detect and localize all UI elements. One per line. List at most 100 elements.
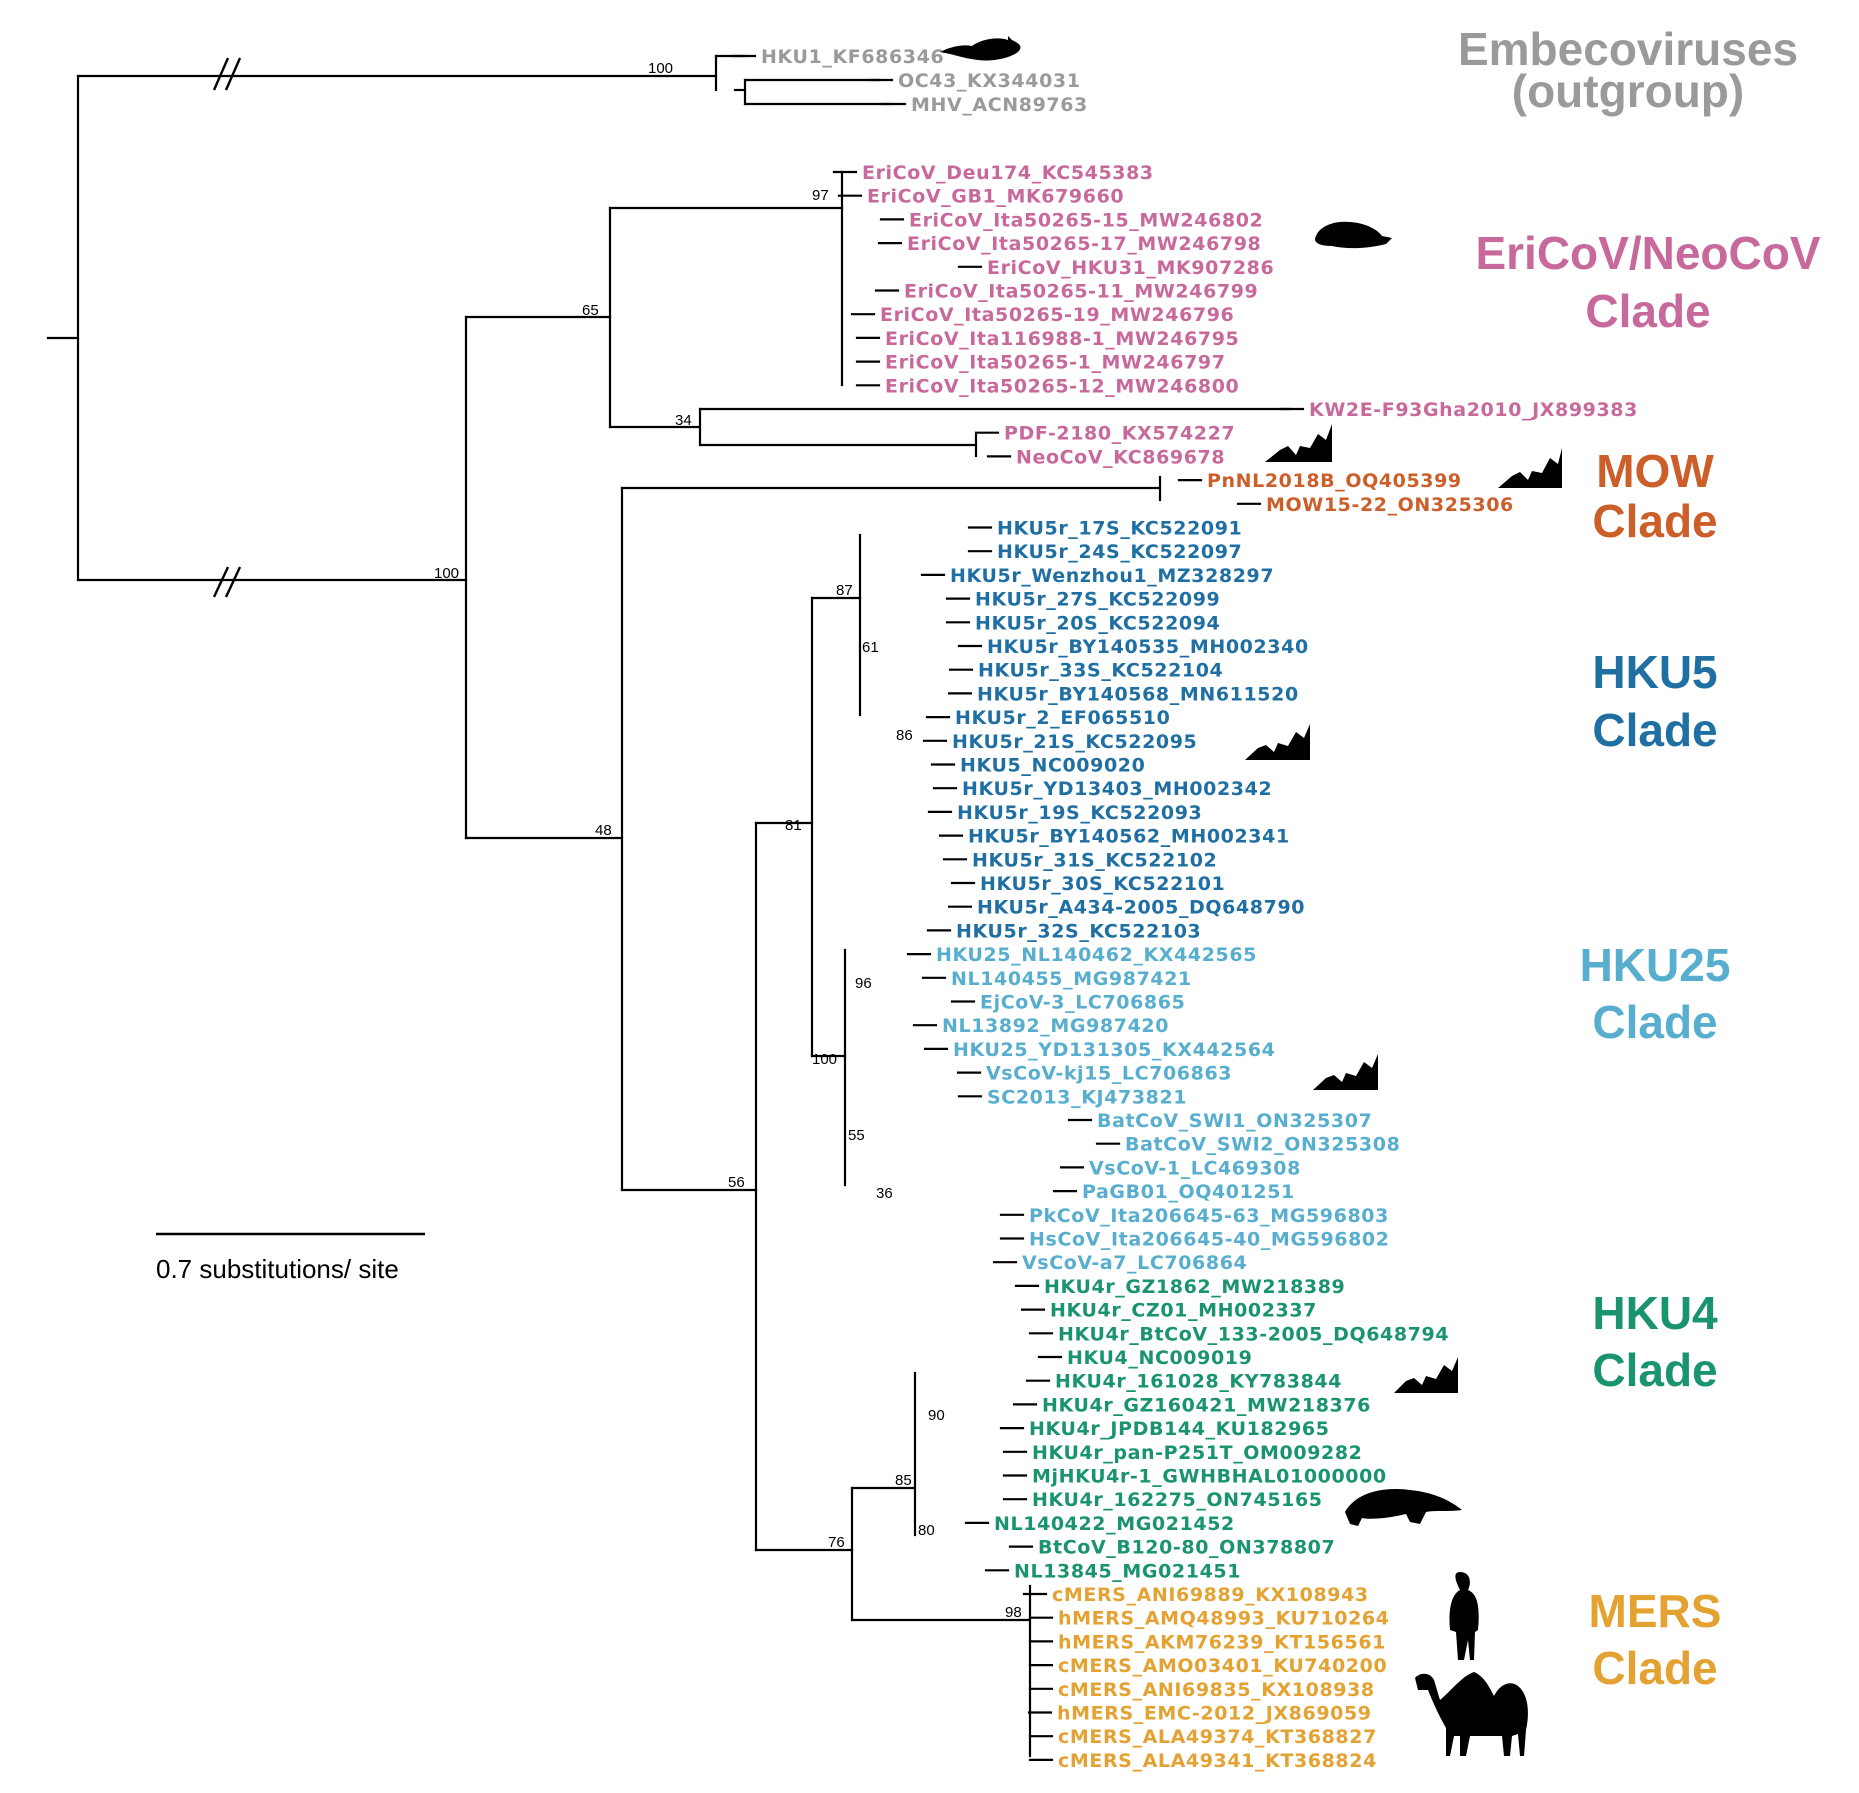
- tip-label-outgroup: MHV_ACN89763: [911, 94, 1088, 116]
- support-value: 61: [862, 639, 879, 656]
- tip-label-mers: hMERS_AKM76239_KT156561: [1058, 1631, 1386, 1653]
- tip-label-hku5: HKU5r_30S_KC522101: [980, 873, 1225, 895]
- tip-label-hku25: HKU25_YD131305_KX442564: [953, 1039, 1276, 1061]
- tip-label-ericov: EriCoV_Deu174_KC545383: [862, 162, 1154, 184]
- clade-label-outgroup-1: Embecoviruses: [1458, 23, 1798, 75]
- tip-label-hku4: BtCoV_B120-80_ON378807: [1038, 1537, 1335, 1559]
- clade-label-mers-1: MERS: [1589, 1585, 1722, 1637]
- scale-bar: 0.7 substitutions/ site: [156, 1232, 425, 1284]
- tip-label-hku5: HKU5r_BY140562_MH002341: [968, 826, 1290, 848]
- support-value: 90: [928, 1407, 945, 1424]
- clade-label-ericov-2: Clade: [1585, 285, 1710, 337]
- support-value: 76: [828, 1534, 845, 1551]
- support-value: 34: [675, 412, 692, 429]
- tip-label-hku5: HKU5r_A434-2005_DQ648790: [977, 897, 1305, 919]
- support-value: 65: [582, 302, 599, 319]
- tip-labels: HKU1_KF686346OC43_KX344031MHV_ACN89763Er…: [761, 46, 1638, 1772]
- tip-label-hku5: HKU5r_31S_KC522102: [972, 849, 1217, 871]
- tip-label-hku5: HKU5r_17S_KC522091: [997, 518, 1242, 540]
- tip-label-hku4: HKU4r_pan-P251T_OM009282: [1032, 1442, 1362, 1464]
- tip-label-hku4: NL13845_MG021451: [1014, 1560, 1241, 1582]
- tip-label-hku4: HKU4r_CZ01_MH002337: [1050, 1300, 1317, 1322]
- clade-label-mow-2: Clade: [1592, 495, 1717, 547]
- tip-label-mers: hMERS_AMQ48993_KU710264: [1058, 1608, 1390, 1630]
- clade-labels: Embecoviruses (outgroup) EriCoV/NeoCoV C…: [1458, 23, 1821, 1694]
- pangolin-icon: [1345, 1488, 1462, 1526]
- clade-label-hku5-1: HKU5: [1592, 646, 1717, 698]
- tip-label-ericov: EriCoV_Ita116988-1_MW246795: [885, 328, 1239, 350]
- tip-label-ericov: EriCoV_HKU31_MK907286: [987, 257, 1274, 279]
- tip-label-mers: hMERS_EMC-2012_JX869059: [1057, 1703, 1372, 1725]
- support-value: 48: [595, 822, 612, 839]
- clade-label-ericov-1: EriCoV/NeoCoV: [1475, 227, 1820, 279]
- clade-label-hku25-2: Clade: [1592, 996, 1717, 1048]
- hedgehog-icon: [1315, 221, 1392, 249]
- tip-label-hku4: HKU4r_161028_KY783844: [1055, 1371, 1342, 1393]
- tip-label-ericov: KW2E-F93Gha2010_JX899383: [1309, 399, 1638, 421]
- tip-label-hku25: VsCoV-1_LC469308: [1089, 1157, 1301, 1179]
- tip-label-hku4: HKU4r_GZ1862_MW218389: [1044, 1276, 1345, 1298]
- tip-label-hku25: EjCoV-3_LC706865: [980, 992, 1185, 1014]
- tip-label-ericov: EriCoV_Ita50265-1_MW246797: [885, 352, 1226, 374]
- tip-label-hku5: HKU5r_Wenzhou1_MZ328297: [950, 565, 1274, 587]
- tip-label-hku5: HKU5r_19S_KC522093: [957, 802, 1202, 824]
- tip-label-ericov: EriCoV_Ita50265-11_MW246799: [904, 281, 1258, 303]
- tip-label-mers: cMERS_AMO03401_KU740200: [1058, 1655, 1387, 1677]
- clade-label-mers-2: Clade: [1592, 1642, 1717, 1694]
- tip-label-ericov: EriCoV_Ita50265-19_MW246796: [880, 304, 1234, 326]
- support-value: 100: [648, 60, 673, 77]
- tip-label-hku25: BatCoV_SWI1_ON325307: [1097, 1110, 1372, 1132]
- tip-label-hku4: NL140422_MG021452: [994, 1513, 1235, 1535]
- tip-label-mers: cMERS_ALA49341_KT368824: [1058, 1750, 1377, 1772]
- tip-label-ericov: EriCoV_GB1_MK679660: [867, 186, 1124, 208]
- support-value: 86: [896, 727, 913, 744]
- tip-label-hku25: NL13892_MG987420: [942, 1015, 1169, 1037]
- clade-label-hku25-1: HKU25: [1580, 939, 1731, 991]
- tip-label-mow: MOW15-22_ON325306: [1266, 494, 1514, 516]
- support-value: 97: [812, 187, 829, 204]
- tip-label-hku5: HKU5r_32S_KC522103: [956, 920, 1201, 942]
- tip-label-hku5: HKU5_NC009020: [960, 755, 1145, 777]
- tip-label-hku25: HsCoV_Ita206645-40_MG596802: [1029, 1229, 1390, 1251]
- tip-label-mers: cMERS_ANI69835_KX108938: [1058, 1679, 1375, 1701]
- tip-label-hku5: HKU5r_20S_KC522094: [975, 612, 1220, 634]
- bat-icon: [1245, 424, 1562, 1393]
- tip-label-mers: cMERS_ANI69889_KX108943: [1052, 1584, 1369, 1606]
- tip-label-mow: PnNL2018B_OQ405399: [1207, 470, 1462, 492]
- tip-label-hku25: SC2013_KJ473821: [987, 1086, 1187, 1108]
- tip-label-hku25: VsCoV-a7_LC706864: [1022, 1252, 1247, 1274]
- tip-label-ericov: EriCoV_Ita50265-12_MW246800: [885, 375, 1239, 397]
- human-icon: [1449, 1572, 1479, 1660]
- tip-label-mers: cMERS_ALA49374_KT368827: [1058, 1726, 1377, 1748]
- support-value: 85: [895, 1472, 912, 1489]
- tip-label-hku4: HKU4r_GZ160421_MW218376: [1042, 1394, 1371, 1416]
- tip-label-hku5: HKU5r_BY140535_MH002340: [987, 636, 1309, 658]
- support-value: 80: [918, 1522, 935, 1539]
- support-value: 56: [728, 1174, 745, 1191]
- tree-branches: [46, 54, 1305, 1762]
- clade-label-outgroup-2: (outgroup): [1512, 65, 1744, 117]
- clade-label-hku4-1: HKU4: [1592, 1287, 1718, 1339]
- tip-label-hku25: PkCoV_Ita206645-63_MG596803: [1029, 1205, 1389, 1227]
- support-value: 96: [855, 975, 872, 992]
- tip-label-ericov: EriCoV_Ita50265-17_MW246798: [907, 233, 1261, 255]
- clade-label-hku5-2: Clade: [1592, 704, 1717, 756]
- tip-label-hku25: PaGB01_OQ401251: [1082, 1181, 1295, 1203]
- clade-label-hku4-2: Clade: [1592, 1344, 1717, 1396]
- tip-label-hku5: HKU5r_33S_KC522104: [978, 660, 1223, 682]
- branch-break-marks: [212, 57, 242, 598]
- tip-label-hku25: BatCoV_SWI2_ON325308: [1125, 1134, 1400, 1156]
- tip-label-hku5: HKU5r_27S_KC522099: [975, 589, 1220, 611]
- tip-label-hku4: HKU4r_BtCoV_133-2005_DQ648794: [1058, 1323, 1449, 1345]
- tip-label-outgroup: HKU1_KF686346: [761, 46, 944, 68]
- tip-label-hku25: VsCoV-kj15_LC706863: [986, 1063, 1232, 1085]
- tip-label-hku5: HKU5r_21S_KC522095: [952, 731, 1197, 753]
- support-value: 55: [848, 1127, 865, 1144]
- tip-label-ericov: EriCoV_Ita50265-15_MW246802: [909, 209, 1263, 231]
- camel-icon: [1415, 1672, 1528, 1756]
- tip-label-hku5: HKU5r_YD13403_MH002342: [962, 778, 1272, 800]
- support-value: 36: [876, 1185, 893, 1202]
- tip-label-hku4: HKU4r_JPDB144_KU182965: [1029, 1418, 1330, 1440]
- tip-label-hku4: MjHKU4r-1_GWHBHAL01000000: [1032, 1466, 1387, 1488]
